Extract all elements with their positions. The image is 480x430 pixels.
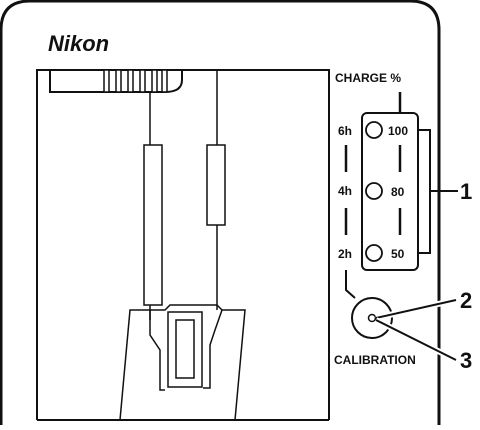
charge-led-80 — [365, 182, 383, 200]
battery-bay — [36, 69, 330, 420]
percent-label-80: 80 — [391, 185, 405, 199]
callout-3: 3 — [460, 348, 472, 373]
latch-mechanism — [143, 70, 226, 320]
nikon-logo: Nikon — [48, 31, 109, 56]
callout-1: 1 — [460, 179, 472, 204]
calibration-led — [367, 313, 377, 323]
callout-1-bracket — [418, 129, 458, 254]
charge-led-50 — [365, 244, 383, 262]
charger-body — [0, 0, 441, 425]
percent-label-100: 100 — [388, 124, 408, 138]
charge-percent-label: CHARGE % — [335, 71, 401, 85]
release-latch[interactable] — [119, 304, 246, 421]
callout-2: 2 — [460, 288, 472, 313]
calibration-label: CALIBRATION — [334, 353, 416, 367]
contact-pins — [103, 69, 168, 93]
calibration-leader — [345, 270, 356, 299]
led-panel — [361, 112, 419, 271]
percent-label-50: 50 — [391, 247, 405, 261]
charge-led-100 — [365, 121, 383, 139]
time-label-2h: 2h — [338, 247, 352, 261]
time-label-6h: 6h — [338, 124, 352, 138]
time-label-4h: 4h — [338, 184, 352, 198]
